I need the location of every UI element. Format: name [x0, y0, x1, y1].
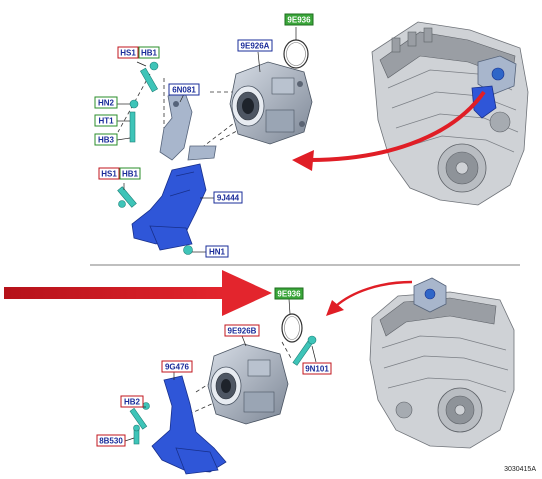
svg-text:HT1: HT1	[98, 117, 114, 126]
curved-arrow-top-head	[292, 150, 314, 171]
svg-text:HB3: HB3	[98, 136, 115, 145]
curved-arrow-top	[309, 90, 486, 162]
svg-text:9J444: 9J444	[217, 194, 240, 203]
svg-text:9E926B: 9E926B	[228, 327, 257, 336]
large-red-arrow	[4, 270, 272, 316]
callout-hb3: HB3	[94, 133, 118, 146]
figure-code: 3030415A	[504, 466, 536, 473]
callout-gasket-bottom: 9E936	[274, 287, 304, 300]
svg-text:9G476: 9G476	[165, 363, 190, 372]
gasket-ring-top	[283, 39, 309, 69]
callout-hb1-top: HB1	[138, 46, 160, 59]
svg-text:6N081: 6N081	[172, 86, 196, 95]
svg-text:HN1: HN1	[209, 248, 226, 257]
gasket-ring-bottom	[281, 313, 303, 343]
svg-text:HS1: HS1	[101, 170, 117, 179]
bracket-main-top	[131, 163, 207, 251]
svg-text:HS1: HS1	[120, 49, 136, 58]
stud-8b530	[133, 424, 140, 445]
stud-ht1	[129, 111, 136, 143]
svg-text:9E926A: 9E926A	[241, 42, 270, 51]
nut-hn2	[129, 99, 139, 109]
bolt-hs1-lower	[117, 186, 137, 208]
callout-throttle-body-top: 9E926A	[237, 39, 273, 52]
engine-assembly-top	[371, 21, 529, 206]
callout-bracket-main: 9J444	[213, 191, 243, 204]
engine-assembly-bottom	[369, 277, 515, 449]
curved-arrow-bottom	[335, 280, 413, 307]
callout-ht1: HT1	[94, 114, 118, 127]
callout-bolt-9n101: 9N101	[302, 362, 332, 375]
svg-text:HN2: HN2	[98, 99, 115, 108]
callout-throttle-body-bottom: 9E926B	[224, 324, 260, 337]
callout-stud-8b530: 8B530	[96, 434, 126, 447]
callout-nut-hn1: HN1	[205, 245, 229, 258]
bolt-hs1-top	[139, 61, 159, 93]
throttle-body-top	[229, 61, 313, 145]
svg-text:9E936: 9E936	[277, 290, 301, 299]
bracket-upper-top	[159, 89, 217, 161]
bracket-bottom	[151, 375, 227, 475]
nut-hn1	[183, 245, 193, 255]
callout-hb1-lower: HB1	[119, 167, 141, 180]
callout-hs1-lower: HS1	[98, 167, 120, 180]
callout-hb2: HB2	[120, 395, 144, 408]
callout-gasket-top: 9E936	[284, 13, 314, 26]
svg-text:8B530: 8B530	[99, 437, 123, 446]
callout-bracket-bottom: 9G476	[161, 360, 193, 373]
callout-hs1-top: HS1	[117, 46, 139, 59]
svg-text:HB1: HB1	[122, 170, 139, 179]
svg-text:HB1: HB1	[141, 49, 158, 58]
bolt-9n101	[292, 335, 317, 366]
svg-text:9E936: 9E936	[287, 16, 311, 25]
curved-arrow-bottom-head	[326, 300, 344, 316]
callout-hn2: HN2	[94, 96, 118, 109]
svg-text:HB2: HB2	[124, 398, 141, 407]
throttle-body-bottom	[207, 343, 289, 425]
callout-bracket-upper: 6N081	[168, 83, 200, 96]
svg-text:9N101: 9N101	[305, 365, 329, 374]
